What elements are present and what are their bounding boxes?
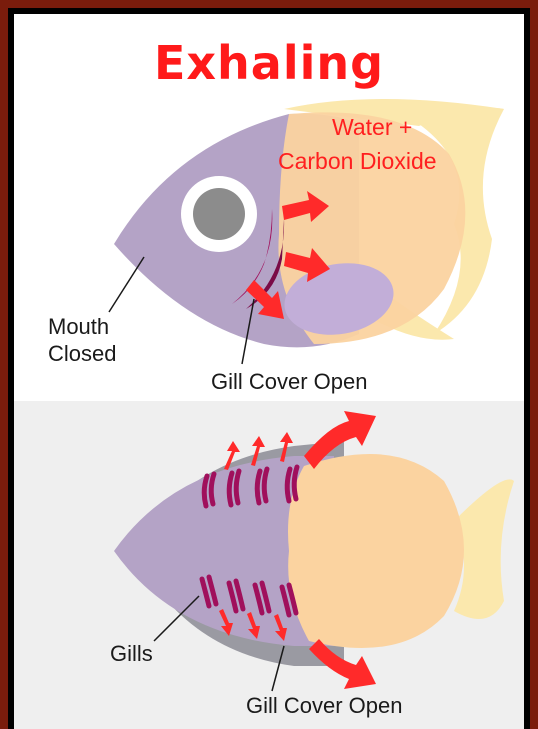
gills-label: Gills [110, 641, 153, 667]
gill-cover-label-top: Gill Cover Open [211, 369, 368, 395]
water-label-line1: Water + [332, 114, 412, 141]
mouth-leader-line [109, 257, 144, 312]
top-view-fish-illustration [14, 401, 524, 729]
fish-head-orange [288, 454, 464, 648]
page-title: Exhaling [14, 36, 524, 90]
mouth-label-line1: Mouth [48, 314, 109, 340]
eye-pupil [193, 188, 245, 240]
gill-cover-label-bottom: Gill Cover Open [246, 693, 403, 719]
water-label-line2: Carbon Dioxide [278, 148, 437, 175]
side-view-panel: Exhaling Water + Carbon Dioxide Mouth Cl… [14, 14, 524, 401]
mouth-label-line2: Closed [48, 341, 116, 367]
top-view-panel: Gills Gill Cover Open [14, 401, 524, 729]
